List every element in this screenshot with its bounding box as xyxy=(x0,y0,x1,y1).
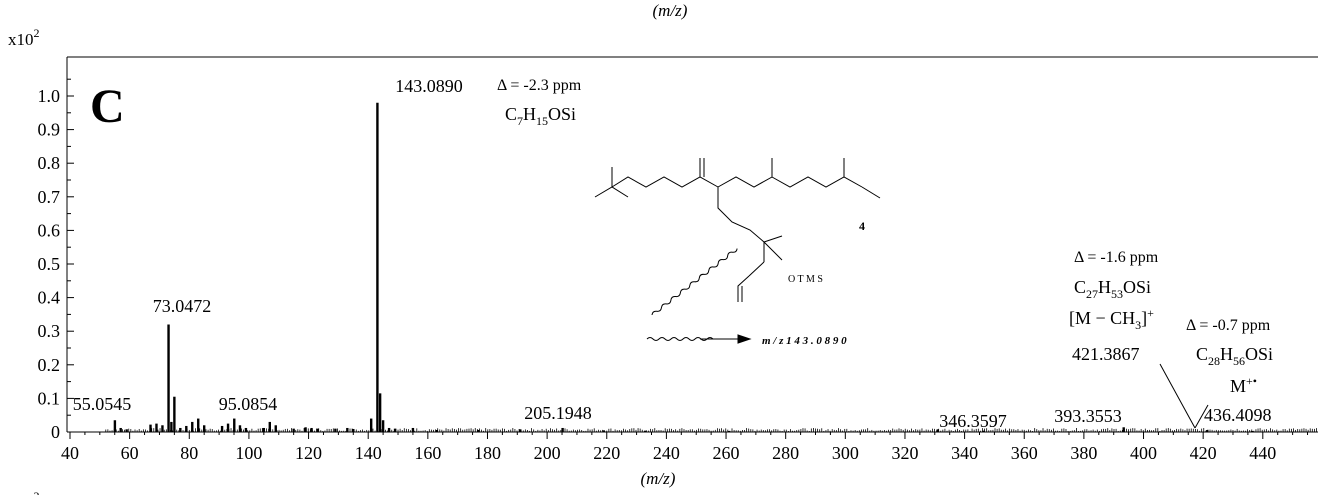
x-tick-label: 300 xyxy=(832,443,859,463)
y-tick-label: 0.5 xyxy=(38,254,61,274)
y-tick-label: 0.4 xyxy=(38,288,61,308)
y-tick-label: 0.7 xyxy=(38,187,61,207)
x-tick-label: 40 xyxy=(61,443,79,463)
peak-label-55: 55.0545 xyxy=(73,394,132,414)
x-tick-label: 360 xyxy=(1011,443,1038,463)
x-tick-label: 160 xyxy=(414,443,441,463)
peak-formula-436: C28H56OSi xyxy=(1196,344,1273,368)
x-tick-label: 140 xyxy=(355,443,382,463)
peak-delta-436: Δ = -0.7 ppm xyxy=(1186,317,1271,334)
x-axis-label: (m/z) xyxy=(641,469,676,488)
x-tick-label: 400 xyxy=(1130,443,1157,463)
peak-label-346: 346.3597 xyxy=(939,411,1007,431)
x-tick-label: 120 xyxy=(295,443,322,463)
x-tick-label: 280 xyxy=(772,443,799,463)
peak-label-436: 436.4098 xyxy=(1204,405,1272,425)
x-axis: 40 60 80 100 120 140 160 180 200 220 240 260 280 300 3… xyxy=(61,432,1309,463)
x-tick-label: 420 xyxy=(1190,443,1217,463)
y-axis: 0 0.1 0.2 0.3 0.4 0.5 0.6 0.7 0.8 0.9 1.0 xyxy=(38,78,74,442)
top-x-axis-label: (m/z) xyxy=(653,1,688,20)
plot-frame xyxy=(66,56,1318,433)
peak-label-73: 73.0472 xyxy=(153,296,212,316)
peak-ion-421: [M − CH3]+ xyxy=(1069,306,1154,332)
peak-delta-421: Δ = -1.6 ppm xyxy=(1074,249,1159,266)
y-multiplier: x102 xyxy=(8,26,40,49)
x-tick-label: 60 xyxy=(121,443,139,463)
peak-label-393: 393.3553 xyxy=(1054,406,1122,426)
x-tick-label: 220 xyxy=(593,443,620,463)
y-tick-label: 0 xyxy=(51,422,60,442)
y-tick-label: 0.9 xyxy=(38,120,61,140)
x-tick-label: 100 xyxy=(235,443,262,463)
peak-formula-143: C7H15OSi xyxy=(505,104,576,128)
leader-line-436 xyxy=(1194,404,1209,429)
x-tick-label: 240 xyxy=(653,443,680,463)
x-tick-label: 80 xyxy=(180,443,198,463)
peak-label-95: 95.0854 xyxy=(219,394,278,414)
x-tick-label: 180 xyxy=(474,443,501,463)
peak-label-143: 143.0890 xyxy=(395,76,463,96)
x-tick-label: 200 xyxy=(534,443,561,463)
baseline-noise xyxy=(105,428,1317,432)
x-tick-label: 380 xyxy=(1070,443,1097,463)
peak-label-205: 205.1948 xyxy=(524,403,592,423)
panel-label: C xyxy=(90,80,125,133)
y-tick-label: 0.2 xyxy=(38,355,61,375)
y-tick-label: 0.6 xyxy=(38,220,61,240)
peak-ion-436: M+• xyxy=(1230,374,1257,396)
x-tick-label: 340 xyxy=(951,443,978,463)
y-tick-label: 0.8 xyxy=(38,153,61,173)
molecular-structure xyxy=(594,158,881,344)
spectrum-peaks xyxy=(113,102,1254,432)
fragment-label: m / z 1 4 3 . 0 8 9 0 xyxy=(762,335,847,347)
peak-delta-143: Δ = -2.3 ppm xyxy=(497,77,582,94)
otms-label: O T M S xyxy=(788,274,823,285)
y-tick-label: 0.1 xyxy=(38,388,61,408)
x-tick-label: 320 xyxy=(891,443,918,463)
y-tick-label: 0.3 xyxy=(38,321,61,341)
compound-number: 4 xyxy=(859,219,865,233)
y-tick-label: 1.0 xyxy=(38,86,61,106)
x-tick-label: 260 xyxy=(713,443,740,463)
bottom-multiplier: x102 xyxy=(8,489,40,495)
peak-formula-421: C27H53OSi xyxy=(1074,277,1151,301)
x-tick-label: 440 xyxy=(1249,443,1276,463)
leader-line-421 xyxy=(1159,363,1196,429)
peak-label-421: 421.3867 xyxy=(1072,344,1140,364)
